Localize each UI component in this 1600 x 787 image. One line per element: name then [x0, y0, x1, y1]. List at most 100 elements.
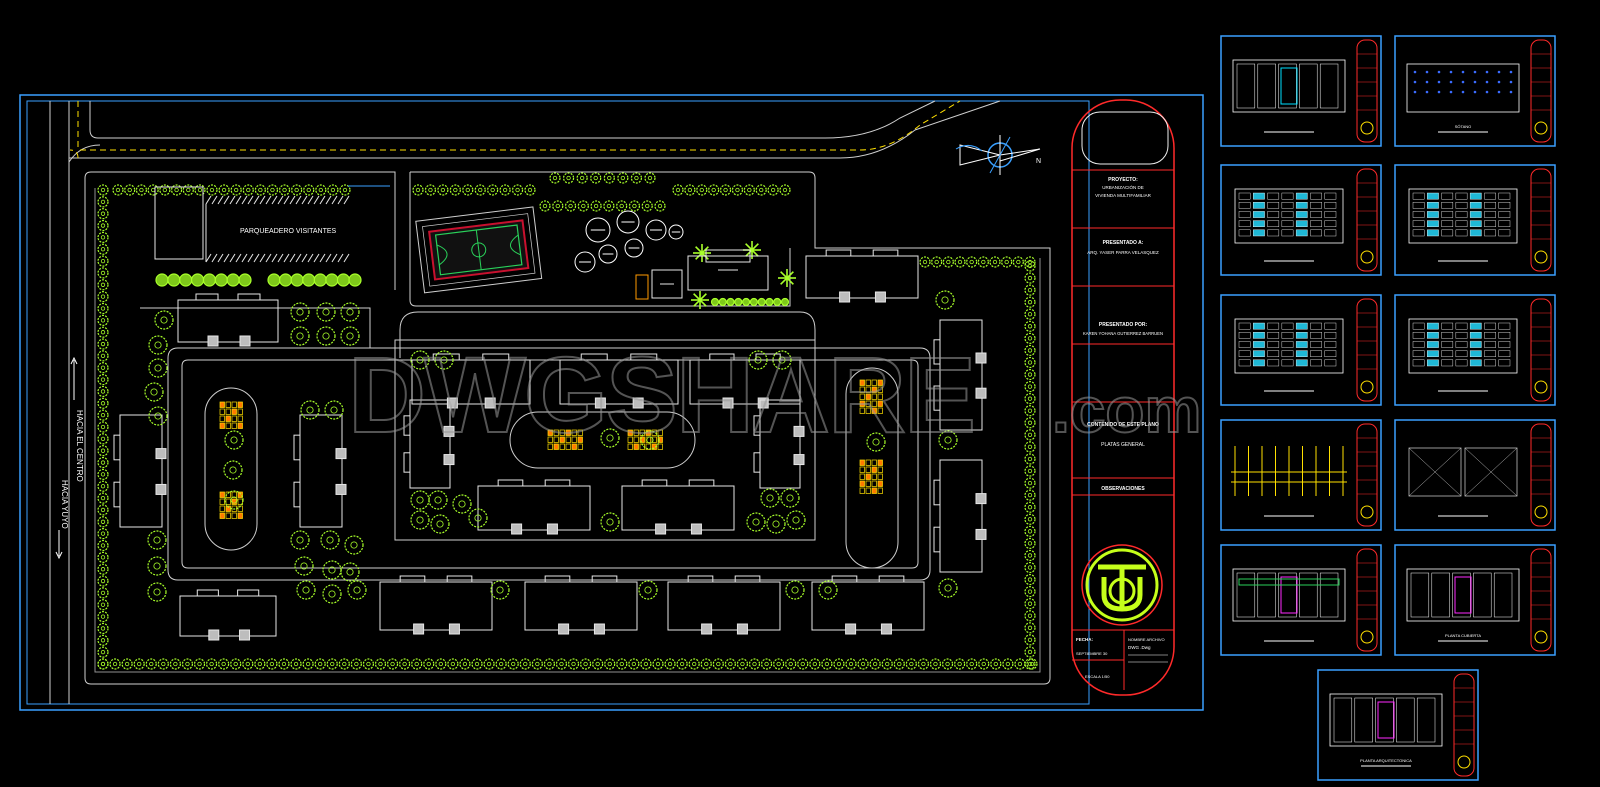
north-road-center-line [80, 100, 961, 151]
tree-icon [97, 397, 109, 409]
tree-icon [97, 219, 109, 232]
tree-icon [344, 535, 364, 555]
tree-icon [167, 273, 181, 287]
tree-icon [1024, 501, 1036, 513]
tree-icon [1024, 573, 1036, 586]
tree-icon [600, 428, 620, 448]
tree-icon [290, 273, 304, 287]
north-loop-road [399, 311, 816, 358]
date-value: SEPTIEMBRE 30 [1076, 651, 1108, 656]
project-line1: URBANIZACIÓN DE [1102, 184, 1144, 190]
tree-icon [718, 297, 727, 307]
tree-icon [929, 658, 942, 670]
tree-icon [430, 514, 450, 534]
sheet-thumbnail[interactable] [1394, 164, 1556, 276]
tree-icon [786, 510, 806, 530]
sheet-thumbnail[interactable]: PLANTA CUBIERTA [1394, 544, 1556, 656]
tree-icon [182, 184, 194, 196]
tree-icon [300, 400, 320, 420]
direction-arrow-icon [55, 530, 63, 560]
tree-icon [630, 172, 643, 184]
tree-icon [1024, 646, 1036, 658]
file-label: NOMBRE ARCHIVO [1128, 637, 1165, 642]
visitor-parking: PARQUEADERO VISITANTES [154, 185, 390, 263]
sheet-thumbnail[interactable]: PLANTA ARQUITECTONICA [1317, 669, 1479, 781]
tree-icon [179, 273, 193, 287]
sheet-thumbnail[interactable] [1394, 294, 1556, 406]
tree-icon [155, 273, 169, 287]
tree-icon [869, 658, 881, 670]
tree-icon [857, 658, 869, 670]
tree-icon [97, 599, 109, 611]
tree-icon [386, 658, 399, 670]
tree-icon [169, 658, 181, 670]
sheet-thumbnail[interactable] [1220, 35, 1382, 147]
tree-icon [977, 256, 989, 268]
tree-icon [780, 297, 790, 307]
tree-icon [616, 200, 628, 212]
tree-icon [159, 184, 171, 196]
thumbnail-caption: PLANTA CUBIERTA [1445, 633, 1481, 638]
tree-icon [340, 302, 360, 322]
oval-roundabout-center [509, 411, 696, 469]
tree-icon [966, 256, 978, 268]
tree-icon [135, 184, 148, 196]
watermark-suffix: .com [1052, 374, 1201, 446]
sheet-thumbnail[interactable] [1220, 164, 1382, 276]
tree-icon [254, 184, 266, 196]
date-label: FECHA: [1076, 637, 1093, 642]
sheet-thumbnail[interactable] [1220, 294, 1382, 406]
tree-icon [845, 658, 857, 670]
tree-icon [97, 539, 109, 552]
tree-icon [350, 658, 362, 670]
tree-icon [736, 658, 749, 670]
sheet-thumbnail[interactable] [1394, 419, 1556, 531]
sheet-thumbnail[interactable] [1220, 419, 1382, 531]
sheet-thumbnail[interactable]: SÓTANO [1394, 35, 1556, 147]
parking-kiosk [154, 186, 204, 260]
tree-icon [1024, 634, 1036, 646]
tree-icon [638, 580, 658, 600]
tree-icon [193, 658, 206, 670]
tree-icon [539, 200, 551, 212]
tree-icon [97, 231, 109, 243]
apartment-block [113, 414, 167, 528]
palm-tree-icon [778, 269, 796, 287]
sheet-thumbnail[interactable] [1220, 544, 1382, 656]
tree-icon [320, 530, 340, 550]
tree-icon [336, 273, 351, 287]
tree-icon [905, 658, 917, 670]
tree-icon [314, 658, 326, 670]
tree-icon [1024, 513, 1036, 525]
tree-icon [254, 658, 266, 670]
parking-bays [547, 429, 583, 450]
tree-icon [399, 658, 411, 670]
tree-icon [428, 490, 448, 510]
svg-text:N: N [1036, 158, 1041, 165]
tree-icon [684, 184, 696, 196]
tree-icon [640, 430, 660, 450]
tree-icon [97, 433, 109, 445]
tree-icon [468, 508, 488, 528]
tree-icon [242, 184, 254, 196]
title-block-border [1071, 99, 1175, 696]
tree-icon [97, 551, 109, 563]
tree-icon [700, 658, 712, 670]
tree-icon [742, 297, 751, 307]
apartment-block [811, 575, 925, 635]
tree-icon [223, 460, 243, 480]
presented-by-heading: PRESENTADO POR: [1099, 322, 1148, 328]
tree-icon [97, 646, 109, 658]
tree-icon [325, 273, 339, 287]
tree-icon [1024, 417, 1036, 429]
tree-icon [1024, 477, 1036, 489]
tree-icon [462, 184, 474, 196]
tree-icon [452, 494, 472, 514]
palm-tree-icon [693, 244, 711, 262]
parking-stalls [205, 195, 350, 263]
tree-icon [97, 610, 109, 623]
tree-icon [519, 658, 531, 670]
tree-icon [731, 184, 744, 196]
tree-icon [917, 658, 930, 670]
tree-icon [1024, 296, 1036, 308]
